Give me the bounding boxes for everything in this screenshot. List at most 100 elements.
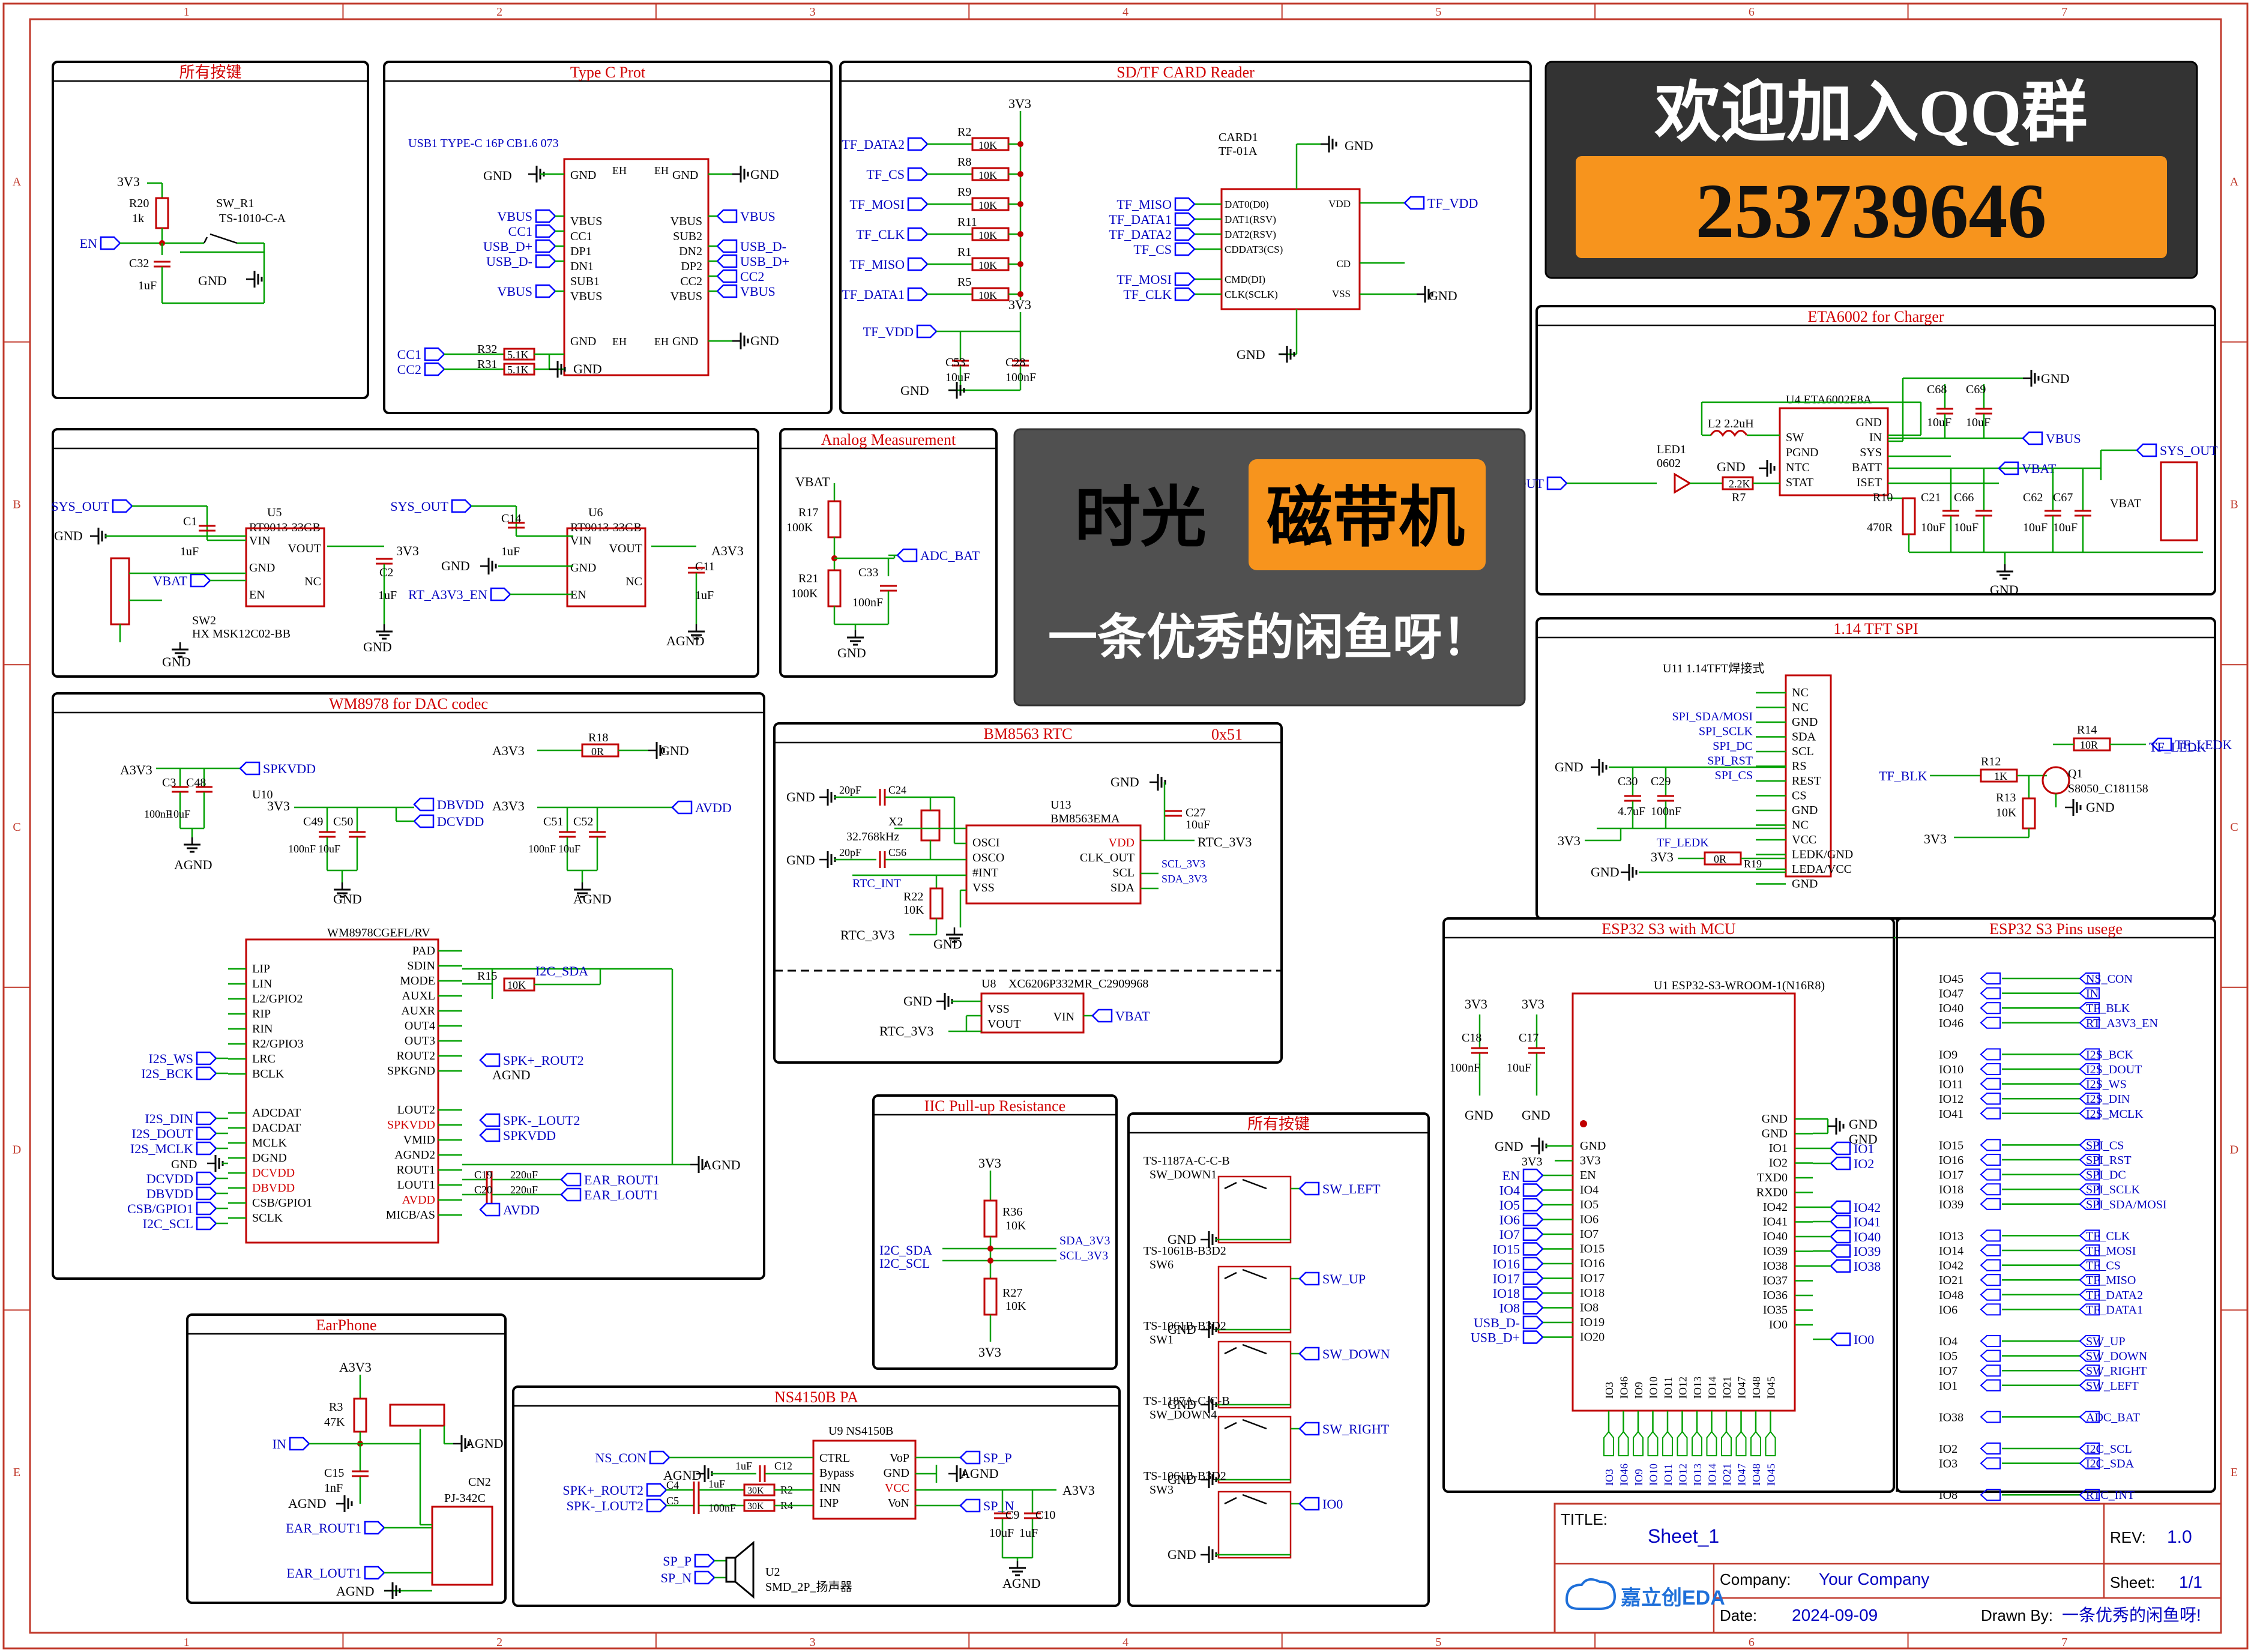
label: EN xyxy=(570,588,586,601)
capacitor xyxy=(1024,1512,1041,1519)
net-flag: SYS_OUT xyxy=(51,499,133,514)
label: NS_CON xyxy=(2086,972,2133,986)
label: 10K xyxy=(507,979,526,991)
net-flag-shape xyxy=(1830,1244,1851,1258)
label: IO6 xyxy=(1939,1303,1957,1316)
label: Date: xyxy=(1720,1606,1757,1624)
label: IO3 xyxy=(1603,1469,1615,1486)
net-name: I2C_SCL xyxy=(143,1216,193,1231)
net-flag-shape xyxy=(1980,1379,2001,1391)
net-flag-shape xyxy=(1522,1315,1544,1330)
label: NC xyxy=(1792,701,1809,714)
net-flag: SPK-_LOUT2 xyxy=(479,1113,580,1128)
keys-panel-border xyxy=(52,61,369,399)
charger-panel-border xyxy=(1535,305,2216,595)
net-flag-shape xyxy=(2136,443,2157,457)
net-name: IO2 xyxy=(1854,1156,1874,1171)
label: IO8 xyxy=(1580,1301,1599,1315)
label: C66 xyxy=(1954,491,1974,504)
capacitor xyxy=(199,525,215,532)
label: U1 ESP32-S3-WROOM-1(N16R8) xyxy=(1654,979,1825,992)
net-name: IO39 xyxy=(1854,1244,1881,1259)
net-flag-shape xyxy=(1677,1430,1688,1456)
label: 10uF xyxy=(1507,1061,1531,1075)
codec-ic xyxy=(245,938,439,1244)
wire xyxy=(1224,1421,1237,1430)
label: GND xyxy=(1429,288,1457,303)
net-name: SP_P xyxy=(663,1554,692,1569)
label: 3V3 xyxy=(1558,833,1581,848)
net-name: SPK-_LOUT2 xyxy=(567,1498,643,1513)
label: CDDAT3(CS) xyxy=(1225,244,1283,255)
net-flag-shape xyxy=(2079,1183,2100,1196)
label: R17 xyxy=(798,506,818,519)
brand-word-1: 时光 xyxy=(1074,481,1207,555)
label: USB1 TYPE-C 16P CB1.6 073 xyxy=(408,137,559,150)
label: AGND xyxy=(573,891,612,906)
net-flag-shape xyxy=(1174,212,1196,226)
label: IO6 xyxy=(1580,1213,1599,1226)
ground-symbol xyxy=(732,333,749,349)
switch-body xyxy=(1217,1415,1292,1484)
label: SYS xyxy=(1860,446,1882,459)
label: IO42 xyxy=(1763,1201,1788,1214)
label: IO11 xyxy=(1662,1464,1674,1486)
net-flag-shape xyxy=(1522,1271,1544,1285)
label: GND xyxy=(54,528,83,543)
label: IO7 xyxy=(1939,1364,1957,1378)
ear-panel: EarPhoneA3V3R347KINC151nFAGNDCN2PJ-342CA… xyxy=(186,1313,507,1604)
net-flag: IO41 xyxy=(1830,1214,1881,1229)
label: VoN xyxy=(888,1497,909,1510)
label: RTC_3V3 xyxy=(840,927,894,942)
label: DACDAT xyxy=(252,1121,301,1135)
label: 100K xyxy=(791,587,818,600)
net-name: IO6 xyxy=(1499,1213,1520,1228)
net-flag: USB_D+ xyxy=(483,239,556,254)
label: VBUS xyxy=(570,215,602,228)
keys2-panel-border xyxy=(1127,1112,1430,1607)
analog-panel-border xyxy=(779,428,998,678)
net-flag-shape xyxy=(1298,1497,1320,1511)
label: IO15 xyxy=(1580,1243,1605,1256)
net-flag-shape xyxy=(2079,1442,2100,1455)
net-flag-shape xyxy=(1980,987,2001,999)
net-flag-shape xyxy=(2079,1016,2100,1029)
label: A3V3 xyxy=(1062,1483,1095,1498)
net-flag-shape xyxy=(1830,1156,1851,1171)
capacitor xyxy=(196,786,212,793)
wire xyxy=(1242,1343,1267,1355)
label: U2 xyxy=(765,1566,780,1579)
net-flag-shape xyxy=(907,287,929,301)
ground-symbol xyxy=(246,271,263,288)
label: GND xyxy=(786,852,815,867)
net-name: SYS_OUT xyxy=(390,499,448,514)
net-flag-shape xyxy=(694,1554,716,1568)
label: TS-1061B-B3D2 xyxy=(1144,1319,1226,1333)
label: NC xyxy=(304,575,321,588)
label: 10K xyxy=(1005,1300,1026,1313)
label: IO36 xyxy=(1763,1289,1788,1302)
label: TF-01A xyxy=(1219,145,1258,158)
label: IO21 xyxy=(1721,1376,1733,1399)
capacitor xyxy=(1975,510,1992,517)
keys2-panel: 所有按键TS-1187A-C-C-BSW_DOWN1SW_LEFTGNDTS-1… xyxy=(1127,1112,1430,1607)
label: VBUS xyxy=(570,290,602,303)
row-label: B xyxy=(13,498,20,511)
label: C24 xyxy=(888,784,906,796)
net-flag: VBUS xyxy=(497,284,556,299)
net-flag-shape xyxy=(1998,461,2019,475)
label: SW2 xyxy=(192,614,216,627)
label: AUXL xyxy=(402,989,435,1002)
net-name: TF_MISO xyxy=(1116,197,1172,212)
label: R3 xyxy=(329,1400,343,1414)
transistor xyxy=(2042,766,2070,795)
label: 1uF xyxy=(708,1478,725,1490)
wire xyxy=(1224,1346,1237,1355)
net-flag-shape xyxy=(560,1172,582,1187)
net-name: VBAT xyxy=(153,573,188,588)
label: 0R xyxy=(591,746,604,758)
net-flag-shape xyxy=(2079,1244,2100,1256)
label: R8 xyxy=(957,155,971,169)
label: 47K xyxy=(324,1415,345,1429)
